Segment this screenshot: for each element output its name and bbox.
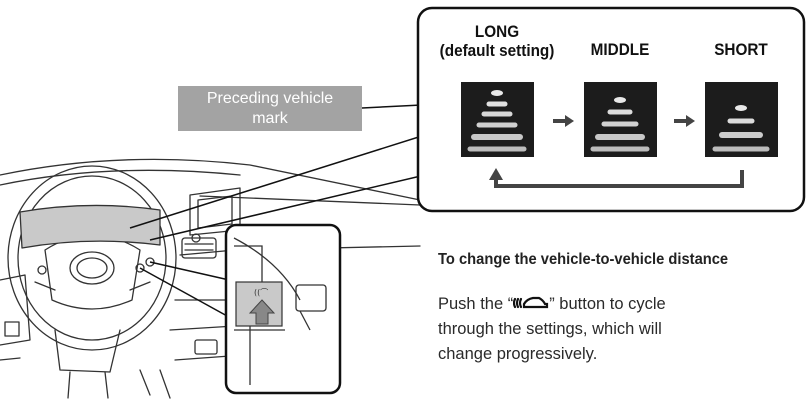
distance-button-icon (513, 296, 549, 309)
settings-panel (416, 6, 806, 213)
arrow-right-icon (553, 115, 574, 127)
instructions-text: Push the “ ” button to cycle through the… (438, 292, 758, 367)
instructions-line-1: Push the “ ” button to cycle (438, 295, 666, 313)
instructions-heading: To change the vehicle-to-vehicle distanc… (438, 251, 729, 268)
cycle-arrow-icon (489, 168, 744, 188)
dashboard-illustration (0, 158, 421, 399)
display-short (705, 82, 778, 157)
instructions-line-2: through the settings, which will (438, 320, 662, 338)
callout-line-1: Preceding vehicle (206, 89, 334, 107)
display-long (461, 82, 534, 157)
preceding-vehicle-callout: Preceding vehicle mark (178, 86, 362, 131)
display-middle (584, 82, 657, 157)
svg-text:((⌒: ((⌒ (254, 288, 268, 297)
setting-label-short: SHORT (714, 40, 768, 59)
setting-label-long: LONG (default setting) (439, 22, 555, 60)
arrow-right-icon (674, 115, 695, 127)
leader-lines (129, 102, 463, 323)
button-zoom-box: ((⌒ (224, 223, 342, 395)
instructions-line-3: change progressively. (438, 345, 598, 363)
setting-label-middle: MIDDLE (590, 40, 650, 59)
callout-line-2: mark (252, 109, 288, 127)
